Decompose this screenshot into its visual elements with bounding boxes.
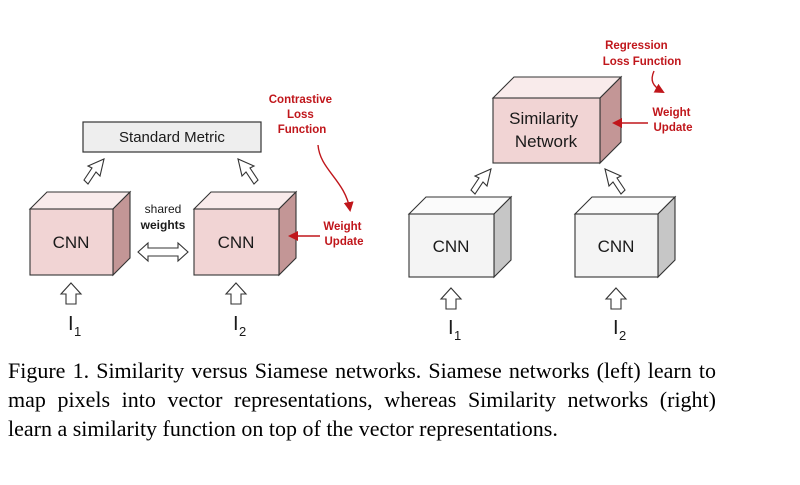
hollow-up-arrow-icon (604, 287, 628, 310)
weight-update-label: Weight Update (323, 221, 364, 248)
standard-metric-label: Standard Metric (119, 129, 225, 146)
hollow-arrow-icon (470, 168, 492, 195)
cnn-label: CNN (598, 237, 635, 256)
input-i1-sub: 1 (454, 328, 461, 343)
double-arrow-icon (137, 241, 189, 263)
cnn-label: CNN (218, 233, 255, 252)
hollow-up-arrow-icon (59, 282, 83, 305)
shared-label: shared (145, 202, 182, 216)
input-i1: I (68, 313, 74, 335)
hollow-arrow-icon (237, 158, 259, 185)
contrastive-loss-label: Contrastive Loss Function (269, 94, 335, 136)
input-i2: I (613, 317, 619, 339)
cnn-cube-left-2: CNN (192, 190, 298, 277)
input-i1: I (448, 317, 454, 339)
figure-caption: Figure 1. Similarity versus Siamese netw… (8, 358, 716, 441)
standard-metric-box: Standard Metric (82, 121, 262, 153)
cnn-label: CNN (433, 237, 470, 256)
input-i2-sub: 2 (239, 324, 246, 339)
weight-update-label: Weight Update (652, 107, 693, 134)
similarity-network-label: Similarity Network (509, 109, 583, 151)
weights-label: weights (140, 218, 186, 232)
curved-red-arrow (317, 144, 354, 212)
curved-red-arrow (651, 70, 665, 93)
similarity-network-cube: Similarity Network (491, 75, 623, 165)
cnn-cube-right-1: CNN (407, 195, 513, 279)
cnn-cube-left-1: CNN (28, 190, 132, 277)
network-diagram: Standard Metric CNN CNN shared weights C… (28, 40, 693, 343)
hollow-arrow-icon (604, 168, 626, 195)
input-i1-sub: 1 (74, 324, 81, 339)
regression-loss-label: Regression Loss Function (603, 40, 682, 68)
input-i2: I (233, 313, 239, 335)
hollow-arrow-icon (83, 158, 105, 185)
hollow-up-arrow-icon (439, 287, 463, 310)
cnn-label: CNN (53, 233, 90, 252)
cnn-cube-right-2: CNN (573, 195, 677, 279)
input-i2-sub: 2 (619, 328, 626, 343)
hollow-up-arrow-icon (224, 282, 248, 305)
